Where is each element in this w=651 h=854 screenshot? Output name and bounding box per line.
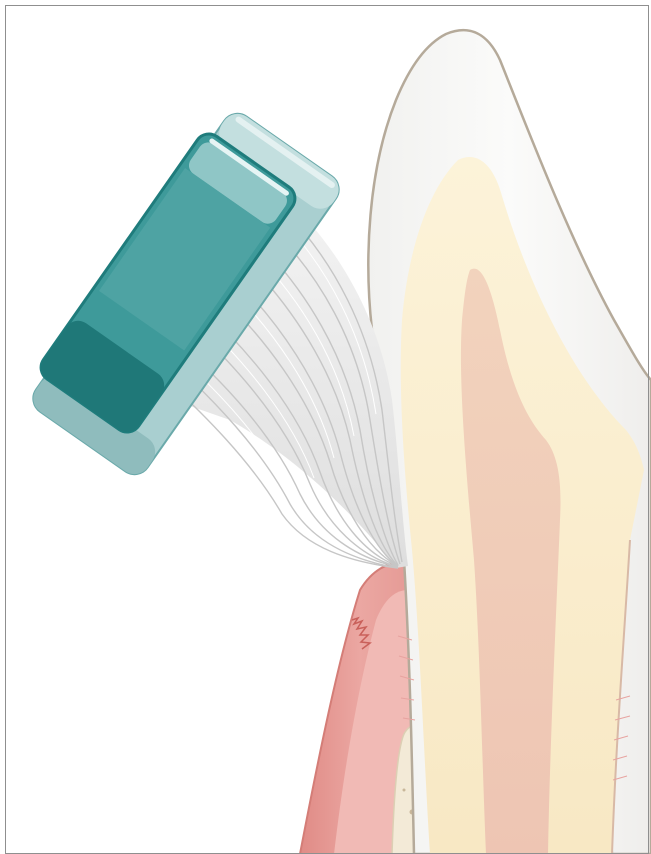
tooth-icon: [368, 30, 651, 854]
